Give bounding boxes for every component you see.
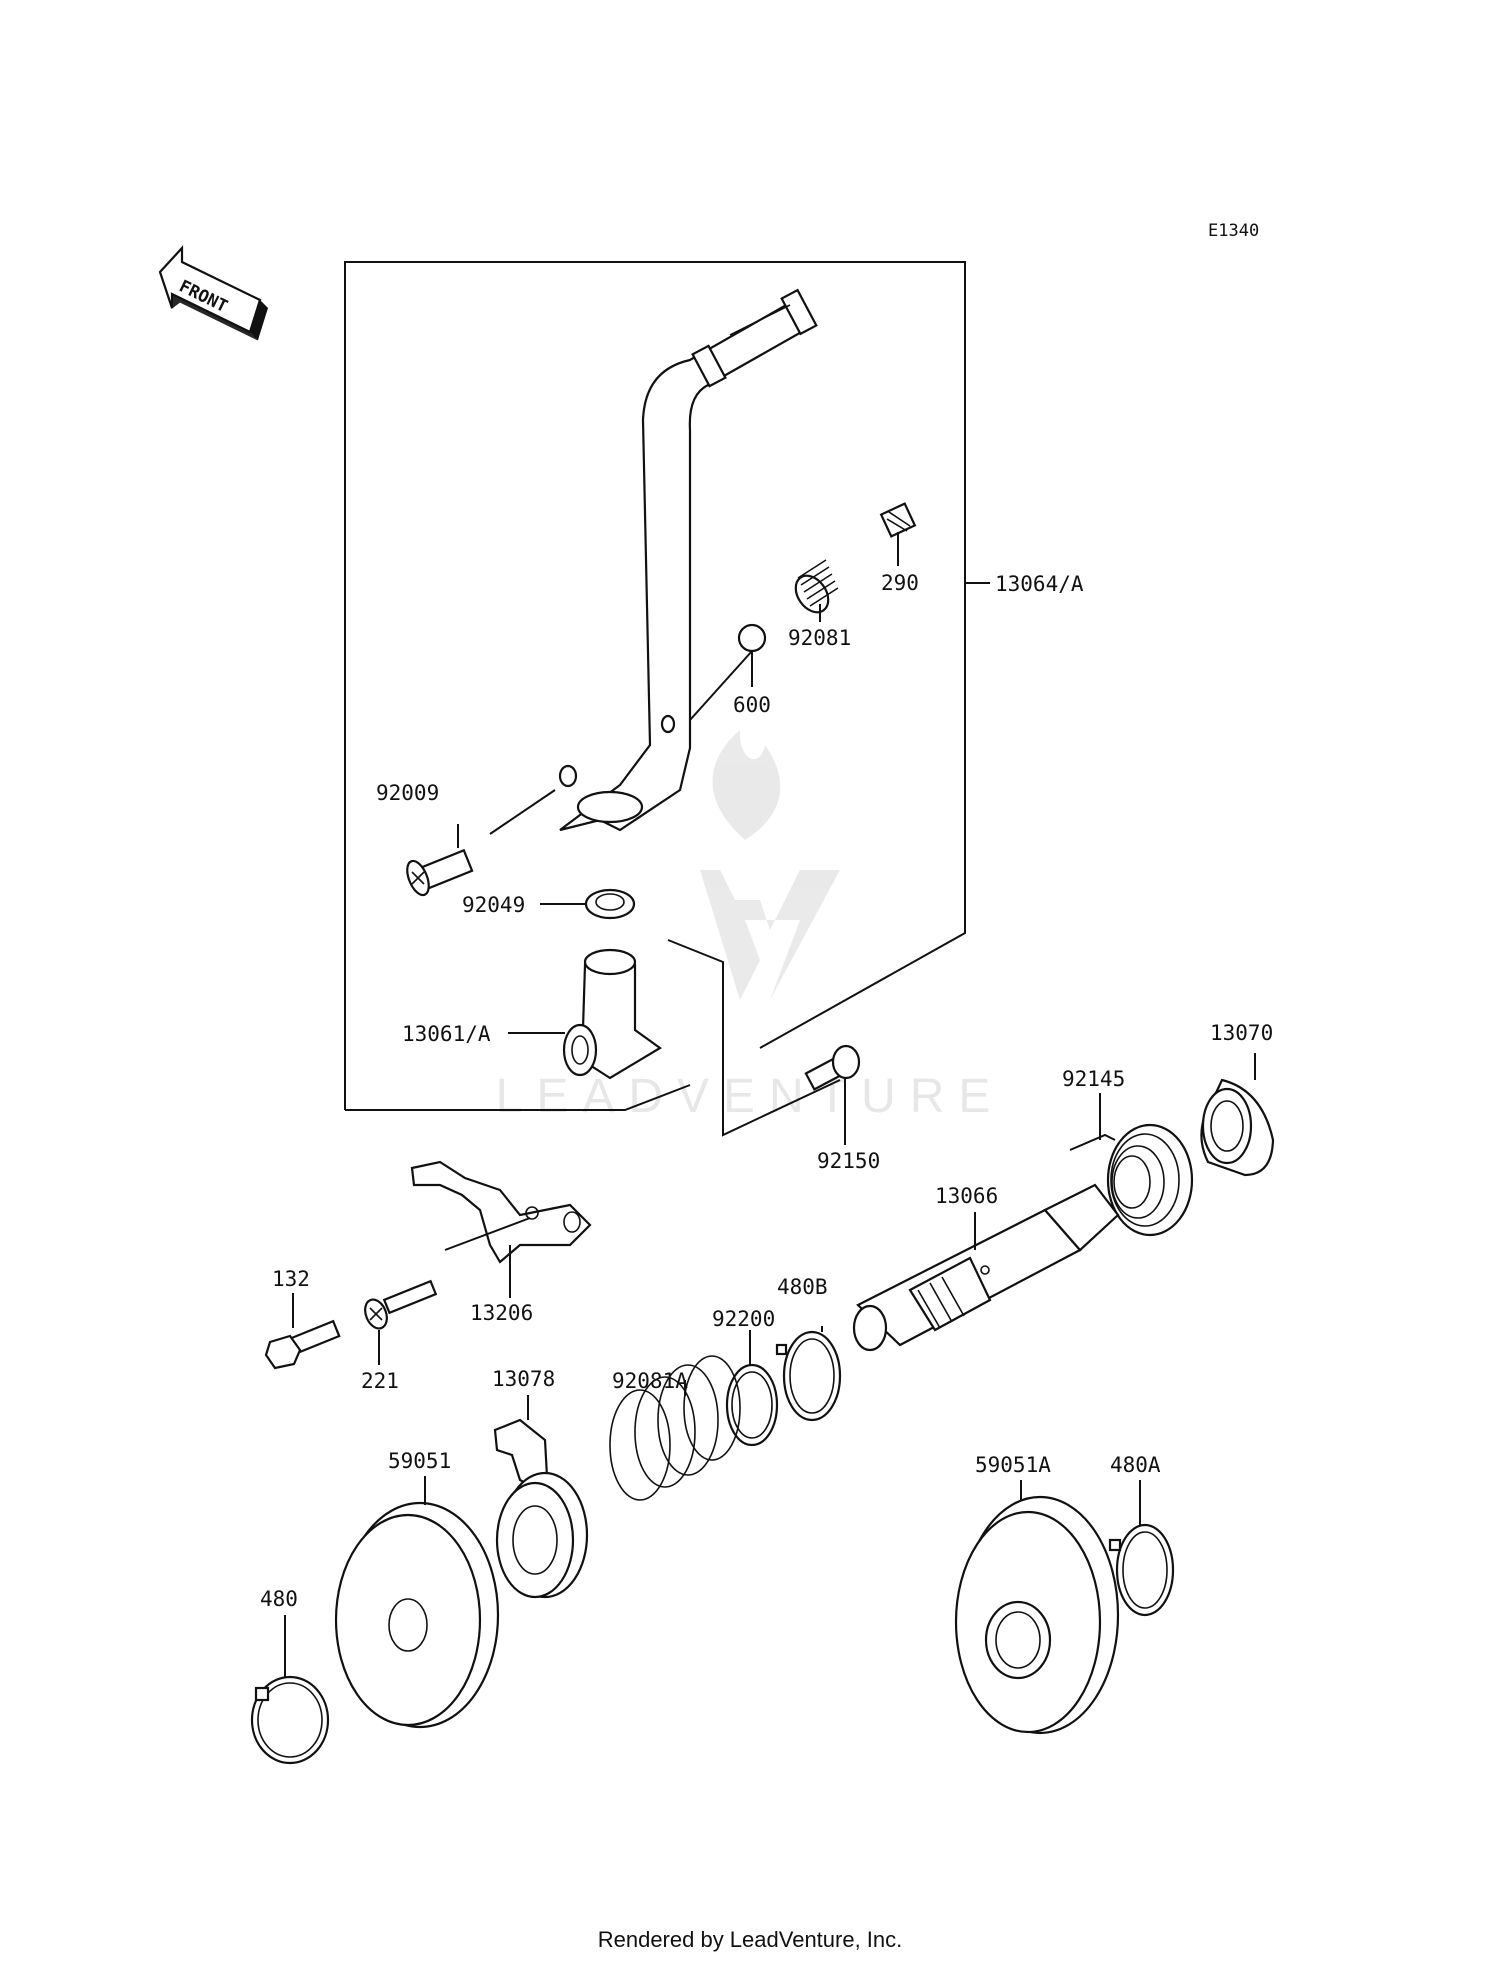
label-92049: 92049 <box>462 893 525 917</box>
part-480A-circlip <box>1108 1523 1175 1617</box>
label-13070: 13070 <box>1210 1021 1273 1045</box>
label-92145: 92145 <box>1062 1067 1125 1091</box>
label-132: 132 <box>272 1267 310 1291</box>
part-13070-collar <box>1200 1078 1275 1177</box>
part-92145-return-spring <box>1069 1123 1194 1237</box>
part-13206-guide <box>410 1160 592 1264</box>
label-221: 221 <box>361 1369 399 1393</box>
watermark-text: LEADVENTURE <box>496 1070 1005 1123</box>
label-92200: 92200 <box>712 1307 775 1331</box>
leadventure-watermark: LEADVENTURE <box>496 730 1005 1123</box>
part-59051A-gear <box>954 1495 1120 1735</box>
kick-pedal-lever <box>558 288 818 832</box>
part-480-circlip <box>250 1675 330 1765</box>
label-92150: 92150 <box>817 1149 880 1173</box>
part-13066-kick-shaft <box>852 1183 1120 1352</box>
part-92009-bolt <box>406 848 474 897</box>
assembly-box <box>344 261 990 1137</box>
label-600: 600 <box>733 693 771 717</box>
label-480: 480 <box>260 1587 298 1611</box>
part-92081-spring <box>794 559 839 614</box>
part-600-ball <box>737 623 767 653</box>
label-290: 290 <box>881 571 919 595</box>
label-59051: 59051 <box>388 1449 451 1473</box>
part-labels: 13064/A 290 92081 600 92009 92049 13061/… <box>260 571 1273 1611</box>
part-92049-washer <box>584 888 636 920</box>
leader-lines <box>284 532 1256 1677</box>
part-290-plug <box>879 502 917 538</box>
part-13061A-boss <box>562 948 662 1080</box>
label-13064A: 13064/A <box>995 572 1084 596</box>
label-92081A: 92081A <box>612 1369 688 1393</box>
label-13078: 13078 <box>492 1367 555 1391</box>
part-132-bolt <box>264 1319 341 1370</box>
part-480B-circlip <box>775 1330 842 1422</box>
part-92081A-spring <box>609 1355 741 1501</box>
label-13066: 13066 <box>935 1184 998 1208</box>
label-92081: 92081 <box>788 626 851 650</box>
label-480B: 480B <box>777 1275 828 1299</box>
label-480A: 480A <box>1110 1453 1161 1477</box>
part-221-screw <box>364 1279 438 1330</box>
part-13078-ratchet <box>493 1418 589 1599</box>
label-59051A: 59051A <box>975 1453 1051 1477</box>
diagram-code: E1340 <box>1208 221 1259 241</box>
part-92200-washer <box>725 1363 779 1447</box>
front-arrow-icon: FRONT <box>158 245 268 341</box>
label-92009: 92009 <box>376 781 439 805</box>
footer-credit: Rendered by LeadVenture, Inc. <box>598 1927 903 1952</box>
part-59051-gear <box>334 1501 500 1729</box>
label-13206: 13206 <box>470 1301 533 1325</box>
label-13061A: 13061/A <box>402 1022 491 1046</box>
